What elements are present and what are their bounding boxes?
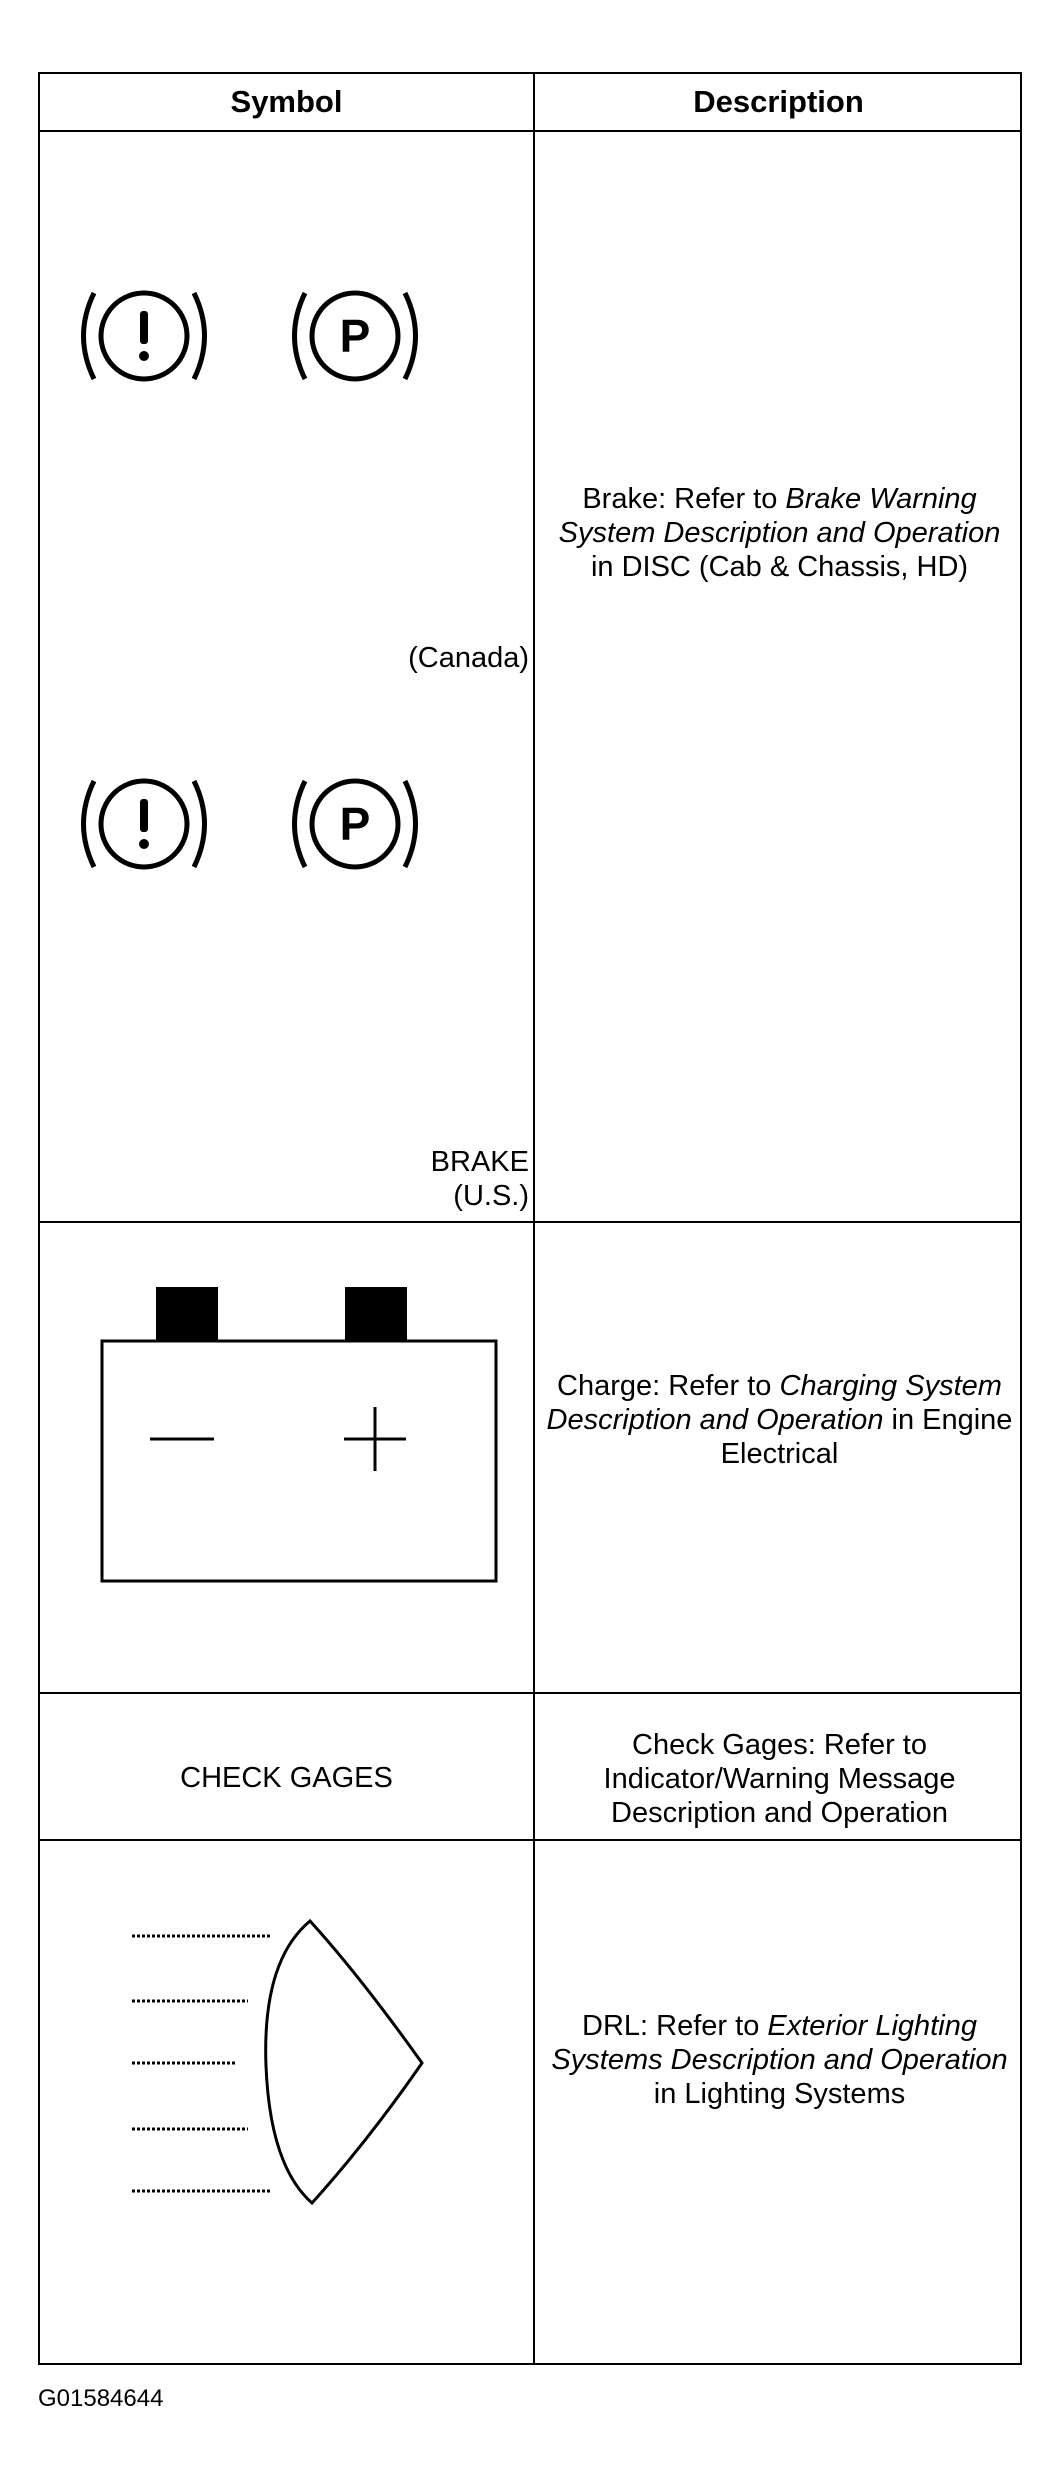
- brake-warning-icon: P P: [81, 290, 418, 870]
- brake-label-canada: (Canada): [408, 642, 529, 674]
- header-symbol: Symbol: [230, 84, 343, 119]
- svg-text:P: P: [340, 310, 371, 362]
- brake-label-us: (U.S.): [453, 1180, 529, 1212]
- charge-description: Charge: Refer to Charging System Descrip…: [546, 1370, 1013, 1470]
- symbol-table: Symbol Description P P: [38, 72, 1022, 2365]
- check-gages-description: Check Gages: Refer to Indicator/Warning …: [603, 1729, 956, 1829]
- row-divider: [40, 1692, 1020, 1694]
- svg-text:P: P: [340, 798, 371, 850]
- column-divider: [533, 74, 535, 2363]
- drl-description: DRL: Refer to Exterior Lighting Systems …: [551, 2010, 1008, 2110]
- row-divider: [40, 1839, 1020, 1841]
- brake-description: Brake: Refer to Brake Warning System Des…: [558, 483, 1001, 583]
- headlamp-icon: [132, 1918, 424, 2206]
- figure-code: G01584644: [38, 2385, 164, 2412]
- check-gages-symbol: CHECK GAGES: [180, 1762, 393, 1794]
- battery-icon: [100, 1287, 498, 1583]
- header-description: Description: [693, 84, 864, 119]
- header-divider: [40, 130, 1020, 132]
- brake-label-brake: BRAKE: [430, 1146, 529, 1178]
- row-divider: [40, 1221, 1020, 1223]
